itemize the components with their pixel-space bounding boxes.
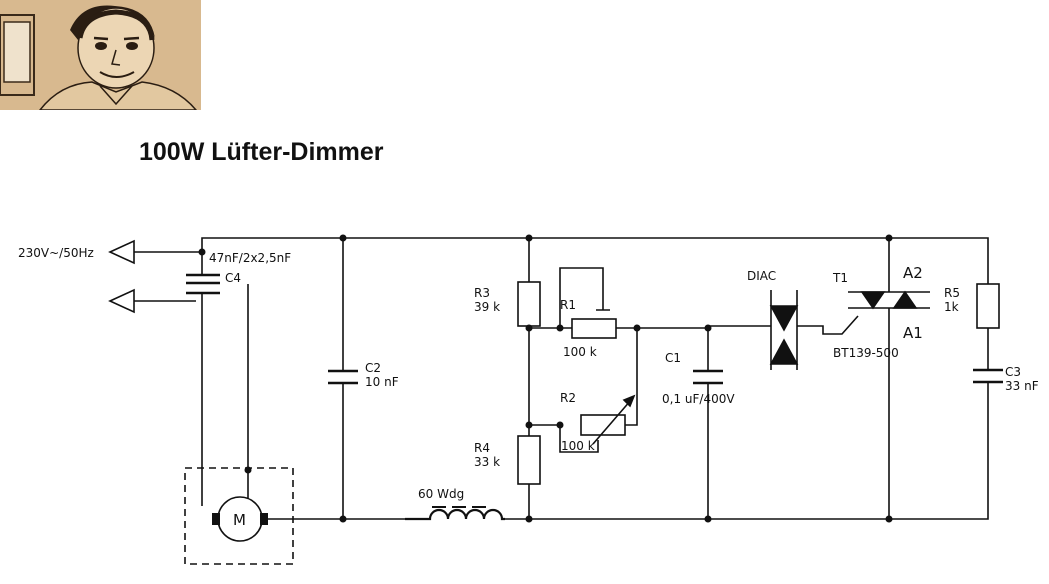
r4-ref: R4 <box>474 441 490 455</box>
r1-value: 100 k <box>563 345 597 359</box>
c4-value: 47nF/2x2,5nF <box>209 251 291 265</box>
page-title: 100W Lüfter-Dimmer <box>139 138 384 166</box>
r3-ref: R3 <box>474 286 490 300</box>
terminal-arrow-icon <box>108 239 135 314</box>
t1-a2-label: A2 <box>903 264 923 282</box>
r3-value: 39 k <box>474 300 500 314</box>
c1-value: 0,1 uF/400V <box>662 392 735 406</box>
mains-label: 230V~/50Hz <box>18 246 94 260</box>
r2-ref: R2 <box>560 391 576 405</box>
r4-resistor <box>517 435 541 485</box>
t1-a1-label: A1 <box>903 324 923 342</box>
r1-ref: R1 <box>560 298 576 312</box>
c2-value: 10 nF <box>365 375 399 389</box>
r1-potentiometer <box>571 318 617 339</box>
r5-value: 1k <box>944 300 959 314</box>
diac-symbol <box>769 290 799 370</box>
r5-resistor <box>976 283 1000 329</box>
c2-ref: C2 <box>365 361 381 375</box>
r4-value: 33 k <box>474 455 500 469</box>
c1-ref: C1 <box>665 351 681 365</box>
r5-ref: R5 <box>944 286 960 300</box>
t1-part: BT139-500 <box>833 346 899 360</box>
c3-ref: C3 <box>1005 365 1021 379</box>
diac-ref: DIAC <box>747 269 776 283</box>
inductor-coil <box>405 506 505 521</box>
t1-ref: T1 <box>832 271 848 285</box>
inductor-label: 60 Wdg <box>418 487 464 501</box>
motor-symbol: M <box>233 511 246 529</box>
r2-value: 100 k <box>561 439 595 453</box>
c3-value: 33 nF <box>1005 379 1039 393</box>
r3-resistor <box>517 281 541 327</box>
portrait-sketch <box>0 0 201 110</box>
triac-symbol <box>848 290 930 310</box>
c4-ref: C4 <box>225 271 241 285</box>
motor-icon <box>212 496 268 542</box>
